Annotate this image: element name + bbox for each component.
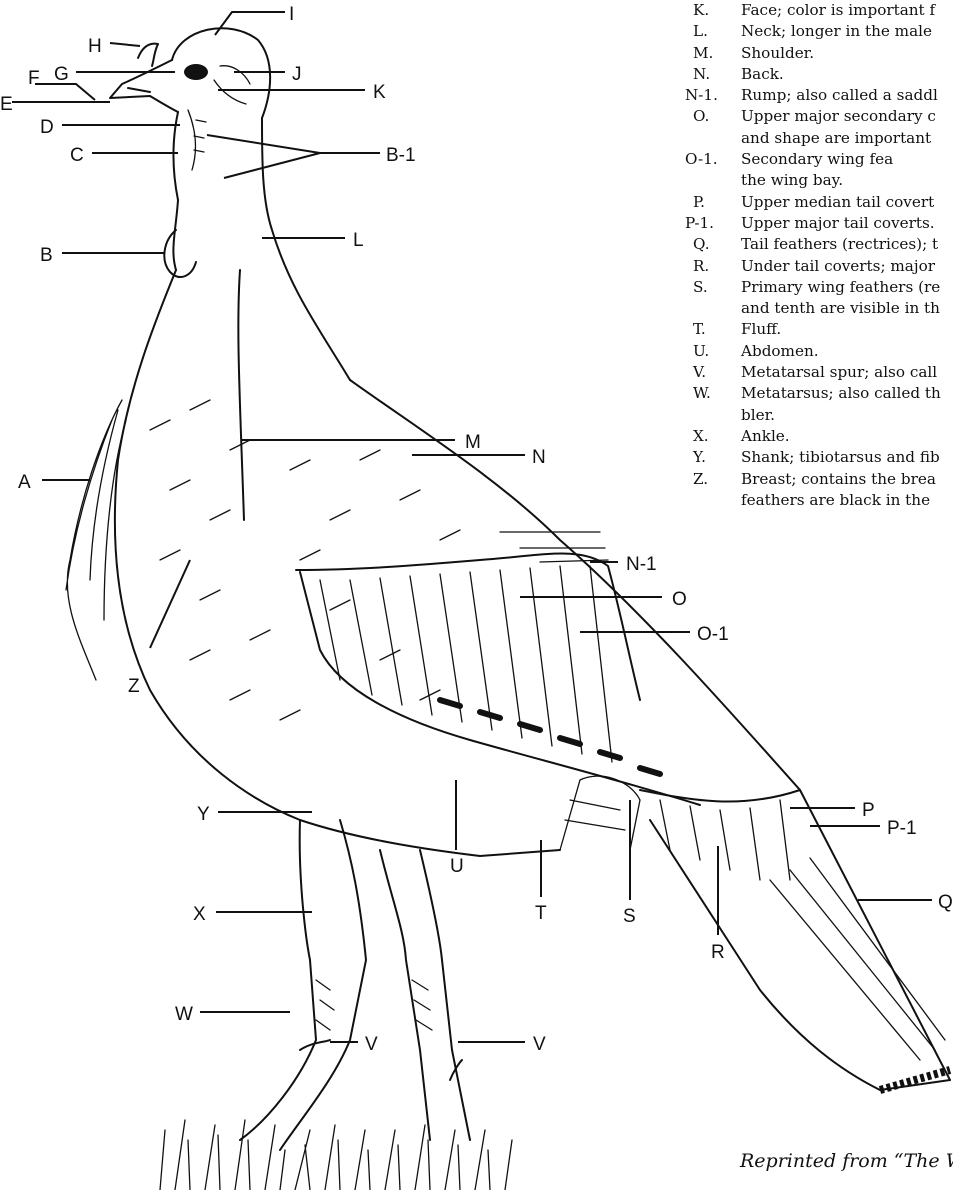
legend-text: Upper major tail coverts. (741, 214, 935, 232)
legend-key: S. (693, 277, 708, 298)
legend-key: M. (693, 43, 713, 64)
legend-item: P. Upper median tail covert (675, 192, 953, 213)
legend-key: T. (693, 319, 706, 340)
legend-text-continued: feathers are black in the (675, 490, 953, 511)
label-C: C (70, 145, 84, 166)
legend-text: Metatarsus; also called th (741, 384, 941, 402)
label-K: K (373, 82, 386, 103)
label-H: H (88, 36, 102, 57)
legend-text: Upper major secondary c (741, 107, 936, 125)
label-O: O (672, 589, 687, 610)
label-B1: B-1 (386, 145, 416, 166)
legend-key: Z. (693, 469, 708, 490)
legend-item: S. Primary wing feathers (re (675, 277, 953, 298)
label-W: W (175, 1004, 193, 1025)
legend-key: Q. (693, 234, 710, 255)
legend-item: V. Metatarsal spur; also call (675, 362, 953, 383)
legend-item: O-1. Secondary wing fea (675, 149, 953, 170)
label-B: B (40, 245, 53, 266)
legend-key: P-1. (685, 213, 714, 234)
label-X: X (193, 904, 206, 925)
label-S: S (623, 906, 636, 927)
label-Y: Y (197, 804, 210, 825)
label-O1: O-1 (697, 624, 729, 645)
legend-item: Y. Shank; tibiotarsus and fib (675, 447, 953, 468)
label-E: E (0, 94, 13, 115)
legend-text-continued: bler. (675, 405, 953, 426)
legend-item: W. Metatarsus; also called th (675, 383, 953, 404)
label-P: P (862, 800, 875, 821)
legend-text: Abdomen. (741, 342, 819, 360)
legend-item: N-1. Rump; also called a saddl (675, 85, 953, 106)
legend-key: U. (693, 341, 709, 362)
legend-text: Face; color is important f (741, 1, 935, 19)
label-F: F (28, 68, 40, 89)
legend-item: M. Shoulder. (675, 43, 953, 64)
label-D: D (40, 117, 54, 138)
legend-key: N. (693, 64, 710, 85)
legend-key: Y. (693, 447, 706, 468)
legend-key: P. (693, 192, 705, 213)
legend-key: V. (693, 362, 706, 383)
legend-key: O. (693, 106, 709, 127)
legend-text: Secondary wing fea (741, 150, 893, 168)
legend-key: N-1. (685, 85, 718, 106)
label-A: A (18, 472, 31, 493)
label-T: T (535, 903, 547, 924)
legend-item: T. Fluff. (675, 319, 953, 340)
legend-text: Fluff. (741, 320, 781, 338)
legend-item: Z. Breast; contains the brea (675, 469, 953, 490)
label-Z: Z (128, 676, 140, 697)
legend-text: Shank; tibiotarsus and fib (741, 448, 940, 466)
label-I: I (289, 4, 294, 25)
legend-text: Upper median tail covert (741, 193, 934, 211)
legend-item: K. Face; color is important f (675, 0, 953, 21)
label-Q: Q (938, 892, 953, 913)
label-V-2: V (533, 1034, 546, 1055)
label-N1: N-1 (626, 554, 657, 575)
label-G: G (54, 64, 69, 85)
legend-key: X. (693, 426, 709, 447)
legend-key: K. (693, 0, 709, 21)
legend-text: Under tail coverts; major (741, 257, 935, 275)
legend-text: Back. (741, 65, 784, 83)
legend-text: Tail feathers (rectrices); t (741, 235, 938, 253)
legend-item: P-1. Upper major tail coverts. (675, 213, 953, 234)
legend-text: Neck; longer in the male (741, 22, 932, 40)
legend-item: X. Ankle. (675, 426, 953, 447)
legend-key: R. (693, 256, 709, 277)
legend-item: Q. Tail feathers (rectrices); t (675, 234, 953, 255)
legend-text-continued: and shape are important (675, 128, 953, 149)
label-N: N (532, 447, 546, 468)
legend-text: Primary wing feathers (re (741, 278, 940, 296)
legend-item: L. Neck; longer in the male (675, 21, 953, 42)
legend-key: O-1. (685, 149, 718, 170)
label-M: M (465, 432, 481, 453)
legend-text: Ankle. (741, 427, 790, 445)
legend-key: L. (693, 21, 708, 42)
legend-item: R. Under tail coverts; major (675, 256, 953, 277)
legend-item: O. Upper major secondary c (675, 106, 953, 127)
legend-item: U. Abdomen. (675, 341, 953, 362)
legend-text: Rump; also called a saddl (741, 86, 938, 104)
legend-text-continued: the wing bay. (675, 170, 953, 191)
legend-key: W. (693, 383, 711, 404)
legend-text: Shoulder. (741, 44, 814, 62)
legend-text-continued: and tenth are visible in th (675, 298, 953, 319)
legend-text: Breast; contains the brea (741, 470, 936, 488)
credit-line: Reprinted from “The W (740, 1150, 953, 1172)
legend-item: N. Back. (675, 64, 953, 85)
label-J: J (292, 64, 302, 85)
label-R: R (711, 942, 725, 963)
label-V-1: V (365, 1034, 378, 1055)
legend: K. Face; color is important f L. Neck; long… (675, 0, 953, 511)
label-U: U (450, 856, 464, 877)
legend-text: Metatarsal spur; also call (741, 363, 937, 381)
label-L: L (353, 230, 364, 251)
label-P1: P-1 (887, 818, 917, 839)
